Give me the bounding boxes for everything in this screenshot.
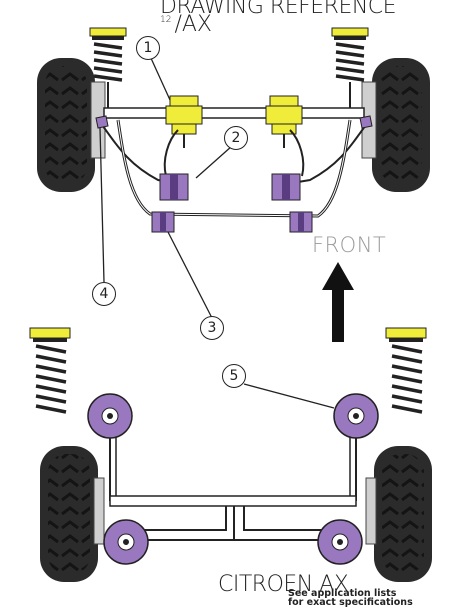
rear-bush-top-left	[87, 393, 133, 439]
rear-right-spring	[385, 327, 427, 414]
rear-beam	[109, 495, 357, 507]
drawing-reference-title: DRAWING REFERENCE	[160, 0, 397, 19]
front-axle	[37, 27, 430, 319]
drop-link-bush-left	[95, 115, 109, 129]
front-direction-label: FRONT	[312, 233, 387, 257]
note-line-1: See application lists	[288, 588, 397, 599]
rear-right-tyre	[365, 446, 432, 582]
drop-link-bush-right	[359, 115, 373, 129]
note-line-2: for exact specifications	[288, 597, 413, 608]
front-crossmember	[103, 107, 365, 119]
front-wishbone-bush-left	[159, 173, 189, 201]
anti-roll-bar-bush-right	[289, 211, 313, 233]
front-left-spring	[89, 27, 127, 110]
rear-bush-bottom-left	[103, 519, 149, 565]
model-code: 12/AX	[160, 12, 212, 37]
application-note: See application lists for exact specific…	[288, 588, 413, 608]
callout-3: 3	[200, 316, 224, 340]
callout-1: 1	[136, 36, 160, 60]
model-code-prefix: 12	[160, 15, 172, 25]
callout-2: 2	[224, 126, 248, 150]
rear-bush-bottom-right	[317, 519, 363, 565]
front-right-yellow-mount	[265, 95, 303, 148]
anti-roll-bar-bush-left	[151, 211, 175, 233]
rear-left-tyre	[40, 446, 105, 582]
front-wishbone-bush-right	[271, 173, 301, 201]
front-left-tyre	[37, 58, 106, 192]
rear-bush-top-right	[333, 393, 379, 439]
model-code-suffix: /AX	[174, 12, 212, 37]
model-label: CITROEN AX	[218, 572, 349, 597]
rear-left-spring	[29, 327, 71, 414]
front-left-yellow-mount	[165, 95, 203, 148]
front-right-spring	[331, 27, 369, 110]
callout-4: 4	[92, 282, 116, 306]
rear-axle	[29, 327, 432, 582]
callout-5: 5	[222, 364, 246, 388]
front-arrow	[322, 262, 354, 342]
front-right-tyre	[361, 58, 430, 192]
